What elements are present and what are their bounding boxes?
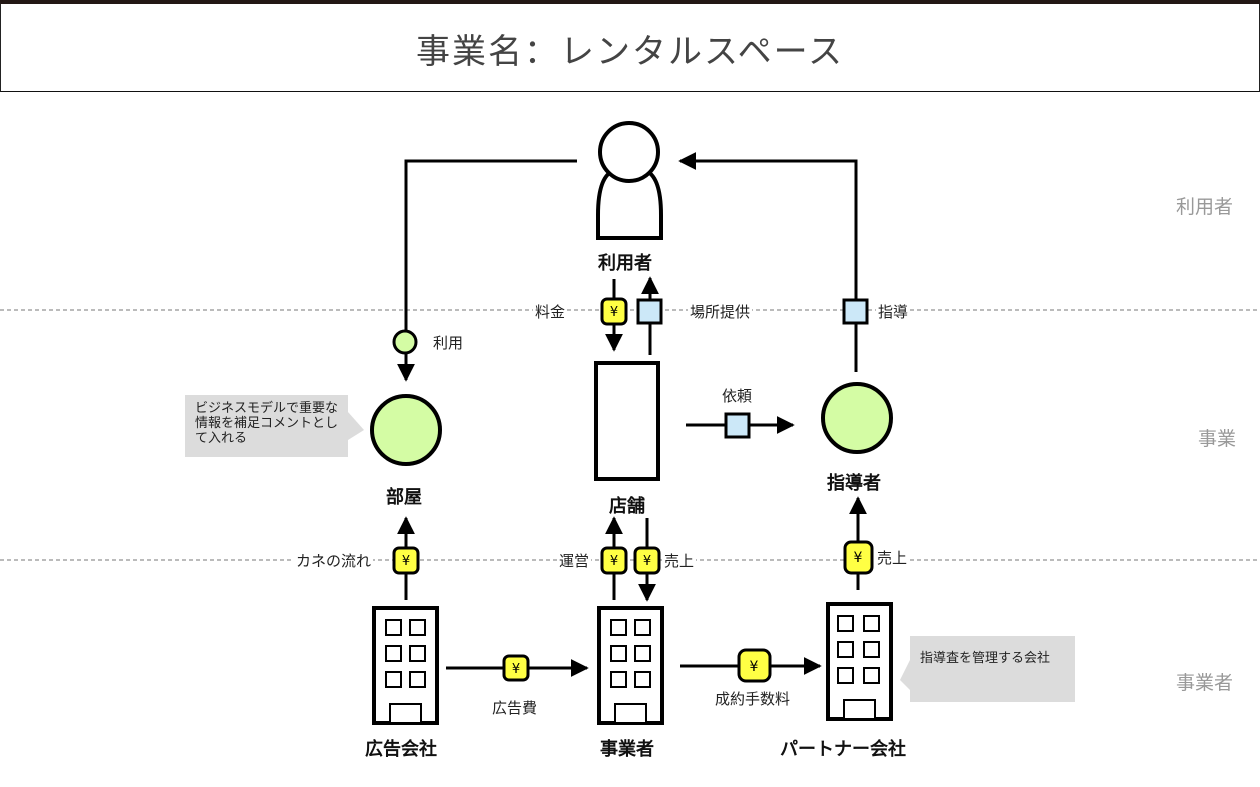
- flow-label-guidance: 指導: [876, 301, 911, 322]
- service-token-place: [636, 298, 663, 325]
- node-label-instructor: 指導者: [827, 473, 881, 494]
- service-token-guidance: [842, 298, 869, 325]
- yen-icon: ¥: [843, 540, 874, 575]
- svg-text:¥: ¥: [610, 305, 618, 320]
- svg-text:¥: ¥: [610, 554, 618, 569]
- flow-label-sales2: 売上: [875, 547, 910, 568]
- yen-icon: ¥: [600, 546, 628, 575]
- building-icon: [372, 606, 439, 725]
- flow-label-request: 依頼: [722, 387, 753, 405]
- node-label-store: 店舗: [609, 496, 645, 517]
- comment-box-partner: 指導査を管理する会社: [910, 636, 1075, 702]
- top-bar: [0, 0, 1260, 4]
- room-circle-icon: [370, 394, 442, 466]
- building-icon: [826, 602, 893, 721]
- node-label-partner: パートナー会社: [780, 739, 906, 760]
- svg-text:¥: ¥: [854, 550, 863, 566]
- yen-icon: ¥: [502, 654, 530, 682]
- header: 事業名：レンタルスペース: [0, 4, 1260, 92]
- node-label-room: 部屋: [386, 487, 422, 508]
- building-icon: [597, 606, 664, 725]
- flow-label-sales1: 売上: [662, 550, 697, 571]
- flow-label-commission: 成約手数料: [715, 690, 791, 708]
- yen-icon: ¥: [633, 546, 661, 575]
- yen-icon: ¥: [600, 297, 628, 326]
- rectangle-icon: [594, 361, 660, 481]
- comment-box-business-model: ビジネスモデルで重要な情報を補足コメントとして入れる: [185, 395, 348, 457]
- svg-text:¥: ¥: [512, 662, 520, 677]
- svg-text:¥: ¥: [402, 554, 410, 569]
- lane-label-operator: 事業者: [1176, 672, 1234, 694]
- flow-line-use: [397, 159, 577, 382]
- comment-pointer: [900, 660, 910, 690]
- node-label-ad-company: 広告会社: [365, 739, 437, 760]
- flow-label-operation: 運営: [557, 550, 592, 571]
- lane-label-business: 事業: [1198, 428, 1237, 450]
- flow-label-place: 場所提供: [688, 301, 753, 322]
- yen-icon: ¥: [392, 546, 420, 575]
- lane-label-user: 利用者: [1176, 196, 1234, 218]
- use-token-icon: [392, 329, 418, 355]
- svg-text:¥: ¥: [643, 554, 651, 569]
- instructor-circle-icon: [821, 382, 893, 454]
- flow-label-use: 利用: [433, 334, 464, 352]
- person-icon: [596, 121, 663, 240]
- node-label-user: 利用者: [598, 253, 652, 274]
- comment-pointer: [348, 412, 364, 440]
- page-title: 事業名：レンタルスペース: [416, 32, 844, 72]
- flow-label-money-flow: カネの流れ: [294, 550, 374, 571]
- svg-text:¥: ¥: [750, 659, 759, 675]
- yen-icon: ¥: [737, 648, 772, 683]
- flow-label-fee: 料金: [533, 301, 568, 322]
- flow-label-ad-fee: 広告費: [492, 699, 538, 717]
- node-label-operator: 事業者: [600, 739, 654, 760]
- flow-line-guidance: [678, 152, 858, 372]
- service-token-request: [724, 412, 751, 439]
